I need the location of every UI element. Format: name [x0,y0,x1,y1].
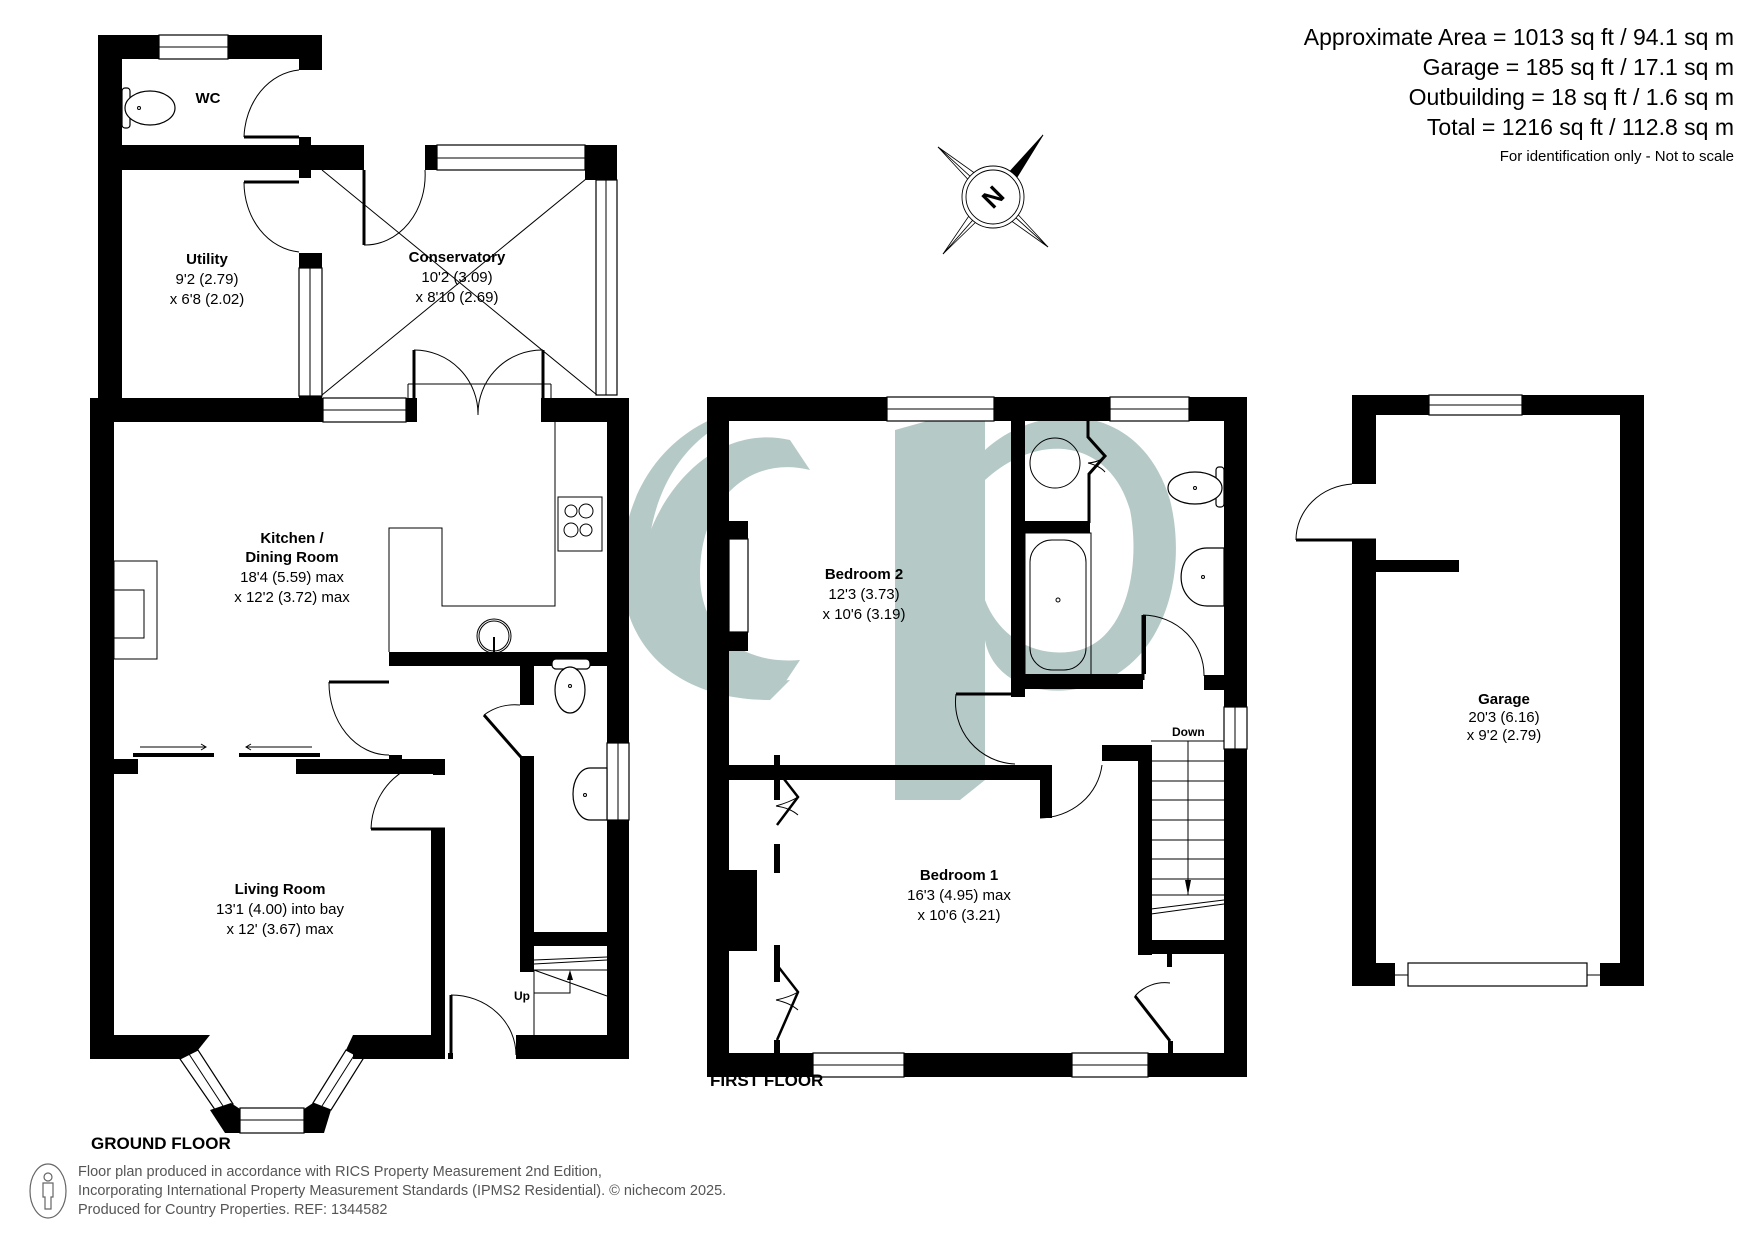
room-dim-living-1: 13'1 (4.00) into bay [216,901,344,918]
first-floor-plan [707,396,1248,1078]
toilet-icon [121,87,176,129]
room-label-conservatory: Conservatory [409,249,506,266]
basin-icon [1180,547,1225,607]
footer-line-3: Produced for Country Properties. REF: 13… [78,1201,388,1218]
room-dim-garage-2: x 9'2 (2.79) [1467,727,1542,744]
area-line-garage: Garage = 185 sq ft / 17.1 sq m [1422,54,1734,80]
area-note: For identification only - Not to scale [1499,148,1734,165]
room-dim-bedroom2-1: 12'3 (3.73) [828,586,899,603]
footer-line-1: Floor plan produced in accordance with R… [78,1163,602,1180]
footer: Floor plan produced in accordance with R… [28,1162,726,1220]
room-label-utility: Utility [186,251,228,268]
area-line-approx: Approximate Area = 1013 sq ft / 94.1 sq … [1303,24,1734,50]
shower-icon [1029,437,1081,489]
room-dim-bedroom1-1: 16'3 (4.95) max [907,887,1011,904]
room-dim-bedroom1-2: x 10'6 (3.21) [918,907,1001,924]
room-dim-conservatory-1: 10'2 (3.09) [421,269,492,286]
room-dim-bedroom2-2: x 10'6 (3.19) [823,606,906,623]
bath-icon [1024,532,1092,676]
basin-icon [572,767,608,821]
area-summary: Approximate Area = 1013 sq ft / 94.1 sq … [1304,22,1734,165]
room-label-wc: WC [196,90,221,107]
room-label-garage: Garage [1478,691,1530,708]
stairs-up-label: Up [514,989,530,1003]
ground-floor-plan [90,34,630,1134]
toilet-icon [551,658,591,714]
room-label-kitchen-1: Kitchen / [260,530,324,547]
room-dim-utility-2: x 6'8 (2.02) [170,291,245,308]
garage-plan [1295,394,1644,987]
room-dim-utility-1: 9'2 (2.79) [176,271,239,288]
area-line-outbuilding: Outbuilding = 18 sq ft / 1.6 sq m [1408,84,1734,110]
toilet-icon [1167,466,1225,508]
footer-line-2: Incorporating International Property Mea… [78,1182,727,1199]
room-dim-living-2: x 12' (3.67) max [226,921,334,938]
hob-icon [557,496,603,552]
room-label-bedroom2: Bedroom 2 [825,566,903,583]
room-label-kitchen-2: Dining Room [245,549,338,566]
room-dim-kitchen-1: 18'4 (5.59) max [240,569,344,586]
staircase [1150,740,1225,915]
room-label-bedroom1: Bedroom 1 [920,867,998,884]
compass-icon: N [937,134,1049,255]
first-floor-label: FIRST FLOOR [710,1071,823,1090]
ground-floor-label: GROUND FLOOR [91,1134,231,1153]
stairs-down-label: Down [1172,725,1205,739]
person-scale-icon [29,1163,67,1219]
room-dim-garage-1: 20'3 (6.16) [1468,709,1539,726]
area-line-total: Total = 1216 sq ft / 112.8 sq m [1426,114,1734,140]
room-dim-kitchen-2: x 12'2 (3.72) max [234,589,350,606]
room-dim-conservatory-2: x 8'10 (2.69) [416,289,499,306]
watermark-logo [621,405,1176,800]
room-label-living: Living Room [235,881,326,898]
